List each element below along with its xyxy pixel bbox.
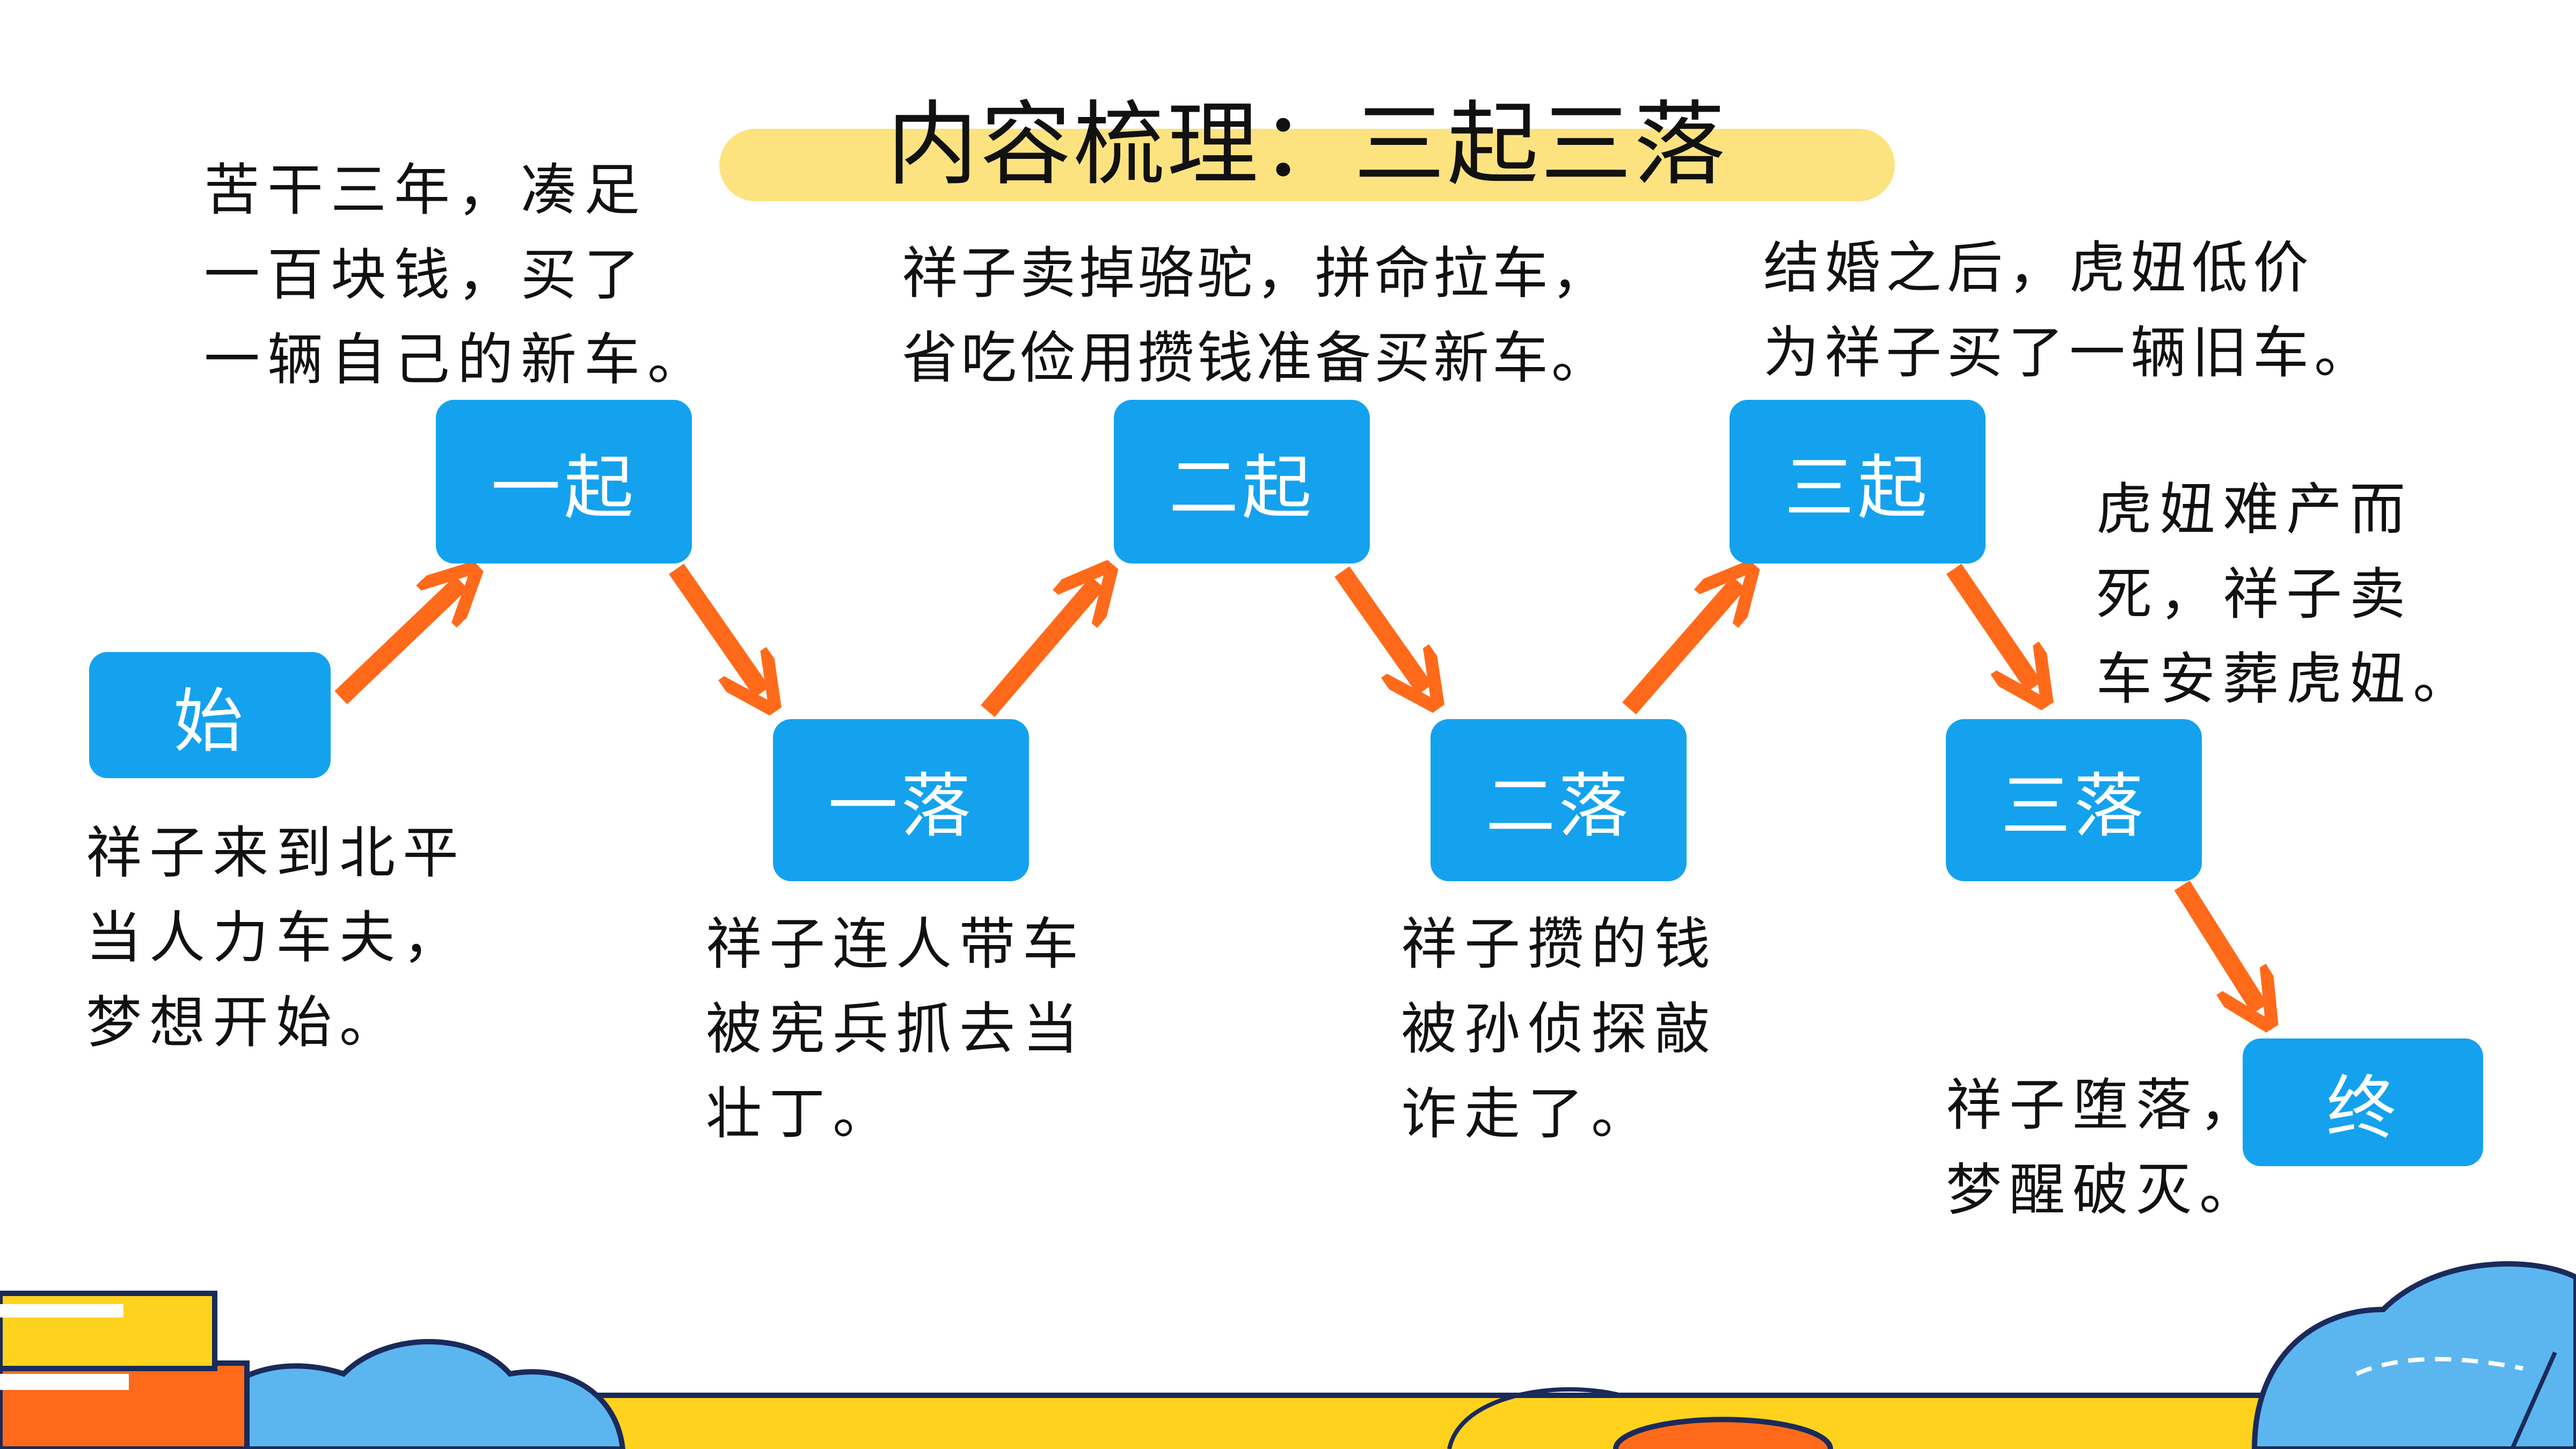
note-line: 为祥子买了一辆旧车。: [1763, 320, 2376, 385]
note-end: 祥子堕落， 梦醒破灭。: [1946, 1063, 2263, 1232]
note-fall3: 虎妞难产而 死，祥子卖 车安葬虎妞。: [2096, 467, 2476, 721]
node-fall1: 一落: [773, 719, 1029, 881]
note-line: 省吃俭用攒钱准备买新车。: [902, 325, 1611, 391]
node-fall3: 三落: [1946, 719, 2202, 881]
note-line: 当人力车夫，: [86, 905, 466, 970]
arrow-fall2-rise3: [1622, 582, 1739, 715]
note-line: 祥子卖掉骆驼，拼命拉车，: [902, 240, 1611, 306]
title-highlight: [719, 129, 1895, 201]
note-fall2: 祥子攒的钱 被孙侦探敲 诈走了。: [1401, 902, 1718, 1156]
arrow-fall3-end: [2174, 880, 2260, 1009]
note-line: 苦干三年，凑足: [204, 157, 648, 223]
note-line: 一辆自己的新车。: [204, 327, 711, 392]
node-start: 始: [89, 652, 331, 778]
note-line: 祥子攒的钱: [1401, 911, 1718, 977]
note-rise2: 祥子卖掉骆驼，拼命拉车， 省吃俭用攒钱准备买新车。: [902, 231, 1610, 400]
node-rise2: 二起: [1114, 400, 1370, 564]
page-title: 内容梳理：三起三落: [886, 92, 1727, 198]
note-line: 被宪兵抓去当: [706, 996, 1086, 1062]
note-line: 壮丁。: [706, 1081, 896, 1146]
note-line: 被孙侦探敲: [1401, 996, 1718, 1062]
node-rise3: 三起: [1730, 400, 1986, 564]
note-line: 一百块钱，买了: [204, 242, 648, 308]
note-line: 死，祥子卖: [2096, 561, 2413, 627]
note-line: 虎妞难产而: [2096, 477, 2413, 542]
note-line: 祥子堕落，: [1946, 1072, 2263, 1138]
note-line: 结婚之后，虎妞低价: [1763, 235, 2315, 301]
node-rise1: 一起: [436, 400, 692, 564]
arrow-rise2-fall2: [1334, 566, 1425, 690]
note-line: 祥子连人带车: [706, 911, 1086, 977]
note-rise1: 苦干三年，凑足 一百块钱，买了 一辆自己的新车。: [204, 148, 711, 402]
note-start: 祥子来到北平 当人力车夫， 梦想开始。: [86, 810, 466, 1065]
arrow-rise1-fall1: [669, 564, 762, 692]
arrow-start-rise1: [334, 582, 462, 705]
note-line: 祥子来到北平: [86, 820, 466, 885]
note-line: 车安葬虎妞。: [2096, 646, 2477, 712]
note-fall1: 祥子连人带车 被宪兵抓去当 壮丁。: [706, 902, 1086, 1156]
node-end: 终: [2243, 1038, 2483, 1166]
note-rise3: 结婚之后，虎妞低价 为祥子买了一辆旧车。: [1763, 225, 2375, 395]
note-line: 梦想开始。: [86, 990, 403, 1055]
arrow-fall1-rise2: [981, 582, 1098, 718]
note-line: 诈走了。: [1401, 1081, 1655, 1146]
note-line: 梦醒破灭。: [1946, 1157, 2263, 1223]
node-fall2: 二落: [1431, 719, 1687, 881]
arrow-rise3-fall3: [1946, 564, 2034, 687]
